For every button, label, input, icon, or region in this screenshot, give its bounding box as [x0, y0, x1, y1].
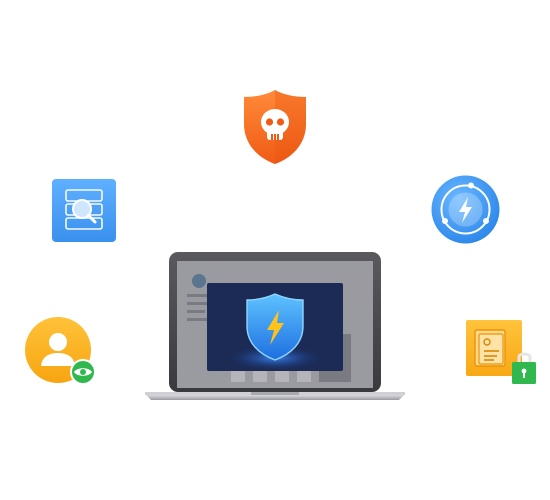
locked-document-icon — [464, 318, 538, 388]
skull-shield-icon — [242, 88, 308, 166]
user-privacy-eye-icon — [24, 316, 98, 386]
server-search-icon — [52, 179, 116, 242]
speed-dial-icon — [431, 175, 500, 244]
laptop-shield-icon — [143, 250, 407, 402]
